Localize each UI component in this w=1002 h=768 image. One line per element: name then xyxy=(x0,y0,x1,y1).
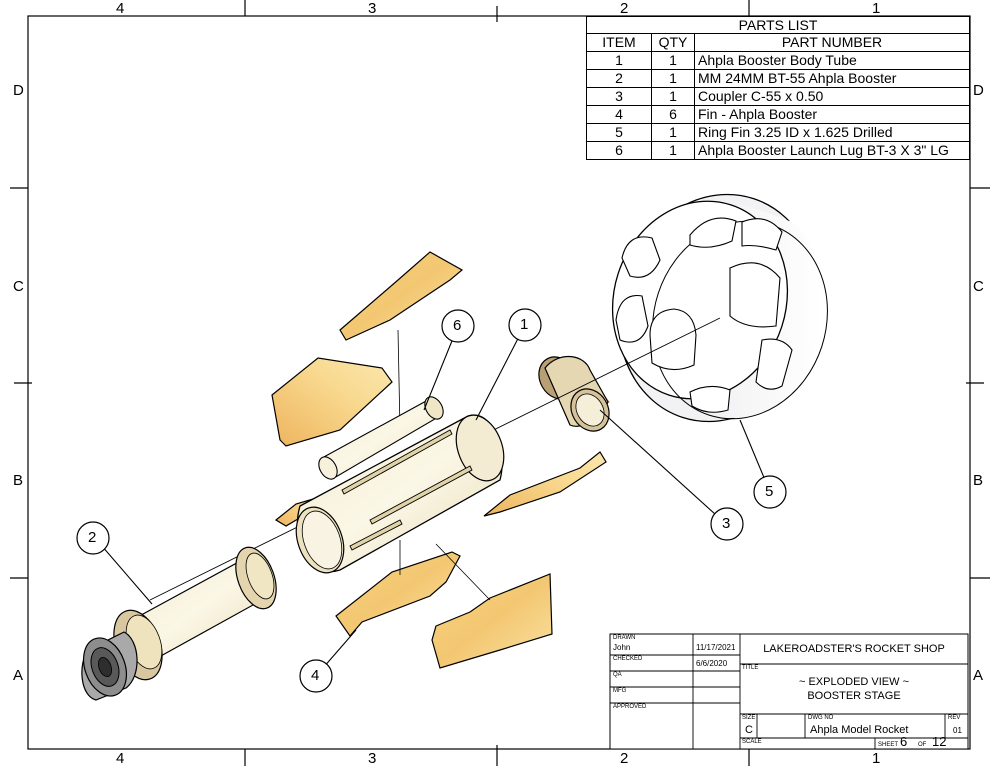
zone-row-c-left: C xyxy=(13,278,24,295)
drawn-label: DRAWN xyxy=(613,635,636,641)
fin-upper-left xyxy=(271,357,393,447)
checked-date: 6/6/2020 xyxy=(696,659,728,668)
zone-col-2-bottom: 2 xyxy=(620,750,629,767)
zone-col-3-bottom: 3 xyxy=(368,750,377,767)
dwg-no-label: DWG NO xyxy=(808,715,834,721)
company-name: LAKEROADSTER'S ROCKET SHOP xyxy=(763,643,945,655)
sheet-label: SHEET xyxy=(878,742,899,748)
fin-top xyxy=(339,251,464,431)
drawing-title-line-1: ~ EXPLODED VIEW ~ xyxy=(798,676,910,688)
fin-bottom-left xyxy=(335,540,461,637)
rev-label: REV xyxy=(948,715,961,721)
header-part-number: PART NUMBER xyxy=(694,33,970,52)
part-number-cell: Ahpla Booster Body Tube xyxy=(694,51,970,70)
parts-list-table: PARTS LIST ITEM QTY PART NUMBER 1 1 Ahpl… xyxy=(586,16,970,160)
drawn-by: John xyxy=(613,643,631,652)
table-row: 6 1 Ahpla Booster Launch Lug BT-3 X 3" L… xyxy=(586,141,970,160)
balloon-label-4: 4 xyxy=(311,667,320,684)
dwg-no-value: Ahpla Model Rocket xyxy=(810,724,909,736)
coupler-part-3 xyxy=(538,355,610,432)
size-value: C xyxy=(745,724,753,736)
of-label: OF xyxy=(918,742,927,748)
sheet-total: 12 xyxy=(932,734,947,749)
table-row: 1 1 Ahpla Booster Body Tube xyxy=(586,51,970,70)
part-number-cell: MM 24MM BT-55 Ahpla Booster xyxy=(694,69,970,88)
ring-fin-part-5 xyxy=(611,193,828,423)
balloon-5 xyxy=(753,475,787,509)
fin-bottom-right xyxy=(431,543,553,669)
balloon-2 xyxy=(76,521,110,555)
zone-row-d-left: D xyxy=(13,82,24,99)
checked-label: CHECKED xyxy=(613,656,643,662)
zone-col-1-top: 1 xyxy=(872,0,881,17)
header-qty: QTY xyxy=(651,33,695,52)
zone-col-4-bottom: 4 xyxy=(116,750,125,767)
balloon-6 xyxy=(441,309,475,343)
mfg-label: MFG xyxy=(613,688,627,694)
drawn-date: 11/17/2021 xyxy=(696,643,736,652)
zone-col-1-bottom: 1 xyxy=(872,750,881,767)
balloon-label-6: 6 xyxy=(453,317,462,334)
drawing-title-line-2: BOOSTER STAGE xyxy=(807,690,901,702)
launch-lug-part-6 xyxy=(318,396,444,480)
zone-row-a-left: A xyxy=(13,667,24,684)
approved-label: APPROVED xyxy=(613,704,647,710)
balloon-label-3: 3 xyxy=(722,515,731,532)
part-number-cell: Ahpla Booster Launch Lug BT-3 X 3" LG xyxy=(694,141,970,160)
sheet-number: 6 xyxy=(900,734,908,749)
qa-label: QA xyxy=(613,672,622,678)
zone-col-4-top: 4 xyxy=(116,0,125,17)
table-row: 5 1 Ring Fin 3.25 ID x 1.625 Drilled xyxy=(586,123,970,142)
zone-col-2-top: 2 xyxy=(620,0,629,17)
balloon-4 xyxy=(299,659,333,693)
balloon-label-1: 1 xyxy=(520,316,529,333)
zone-col-3-top: 3 xyxy=(368,0,377,17)
balloon-1 xyxy=(508,308,542,342)
zone-ticks xyxy=(10,0,990,766)
motor-mount-part-2 xyxy=(81,546,277,701)
balloon-3 xyxy=(710,507,744,541)
zone-row-a-right: A xyxy=(973,667,984,684)
zone-row-b-left: B xyxy=(13,472,24,489)
scale-label: SCALE xyxy=(742,739,762,745)
title-label: TITLE xyxy=(742,665,759,671)
zone-row-b-right: B xyxy=(973,472,984,489)
body-tube-part-1 xyxy=(295,414,505,574)
size-label: SIZE xyxy=(742,715,756,721)
balloon-label-2: 2 xyxy=(88,529,97,546)
fin-right xyxy=(483,451,607,517)
balloon-label-5: 5 xyxy=(765,483,774,500)
zone-row-c-right: C xyxy=(973,278,984,295)
zone-row-d-right: D xyxy=(973,82,984,99)
rev-value: 01 xyxy=(953,726,962,735)
